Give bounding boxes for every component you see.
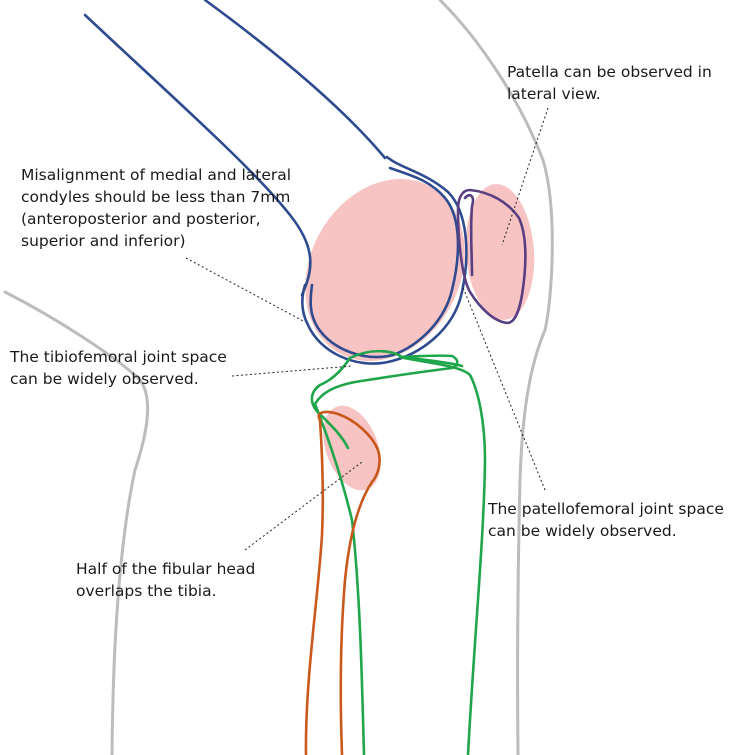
fibula-posterior-shaft-line — [304, 418, 325, 755]
fibula — [304, 410, 381, 755]
patella-outline — [456, 188, 527, 325]
leader-fibular-head — [244, 461, 363, 551]
patella-articular-line — [463, 193, 475, 277]
patella-annotation: Patella can be observed in lateral view. — [507, 63, 712, 103]
fibular-head-annotation: Half of the fibular head overlaps the ti… — [76, 560, 256, 600]
fibula-anterior-shaft-line — [339, 480, 374, 755]
tibiofemoral-annotation: The tibiofemoral joint space can be wide… — [10, 348, 227, 388]
patella-highlight — [465, 184, 535, 320]
patellofemoral-annotation: The patellofemoral joint space can be wi… — [488, 500, 724, 540]
tibial-plateau-lateral-outline — [313, 349, 459, 406]
femur — [83, 0, 468, 365]
tibia-anterior-shaft-line — [398, 355, 487, 755]
fibular-head-outline — [317, 410, 381, 484]
femoral-condyle-highlight — [305, 179, 465, 361]
leader-condyle-alignment — [185, 257, 306, 323]
anterior-leg-outline — [438, 0, 554, 755]
posterior-thigh-calf-outline — [3, 290, 150, 755]
leg-skin-outline — [3, 0, 554, 755]
leader-patellofemoral — [461, 284, 546, 491]
condyle-alignment-annotation: Misalignment of medial and lateral condy… — [21, 166, 292, 250]
femur-anterior-shaft-line — [203, 0, 387, 160]
femoral-condyle-outline-outer — [301, 155, 468, 365]
femoral-condyle-outline-inner — [309, 166, 460, 359]
patella — [456, 188, 527, 325]
leader-patella — [501, 107, 549, 246]
leader-tibiofemoral — [231, 365, 353, 377]
tibial-plateau-medial-outline — [310, 356, 352, 450]
femur-posterior-shaft-line — [83, 13, 312, 297]
tibia-plateau-top-line — [400, 355, 464, 368]
highlight-regions — [305, 179, 535, 491]
leader-lines — [185, 107, 549, 551]
